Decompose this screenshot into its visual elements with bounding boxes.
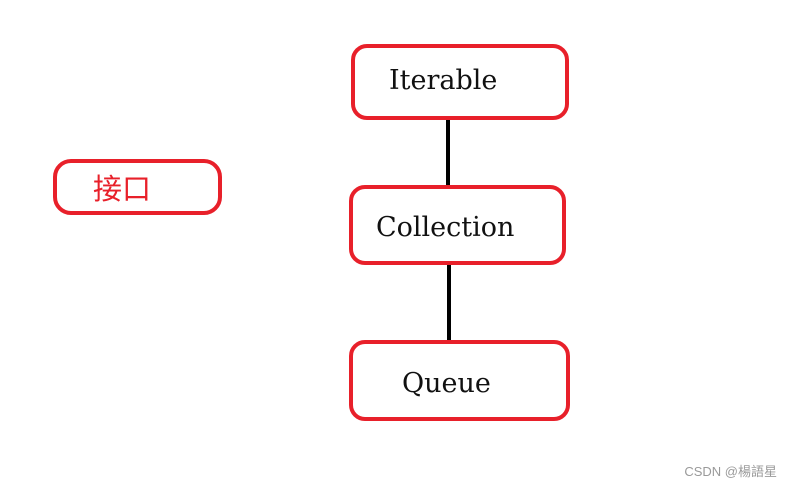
watermark: CSDN @楊語星	[684, 464, 777, 479]
node-iterable: Iterable	[351, 44, 569, 120]
node-collection-label: Collection	[376, 212, 515, 243]
node-queue-label: Queue	[402, 368, 491, 399]
legend-box: 接口	[53, 159, 222, 215]
node-iterable-label: Iterable	[389, 65, 498, 96]
legend-label: 接口	[93, 172, 152, 206]
node-collection: Collection	[349, 185, 566, 265]
node-queue: Queue	[349, 340, 570, 421]
